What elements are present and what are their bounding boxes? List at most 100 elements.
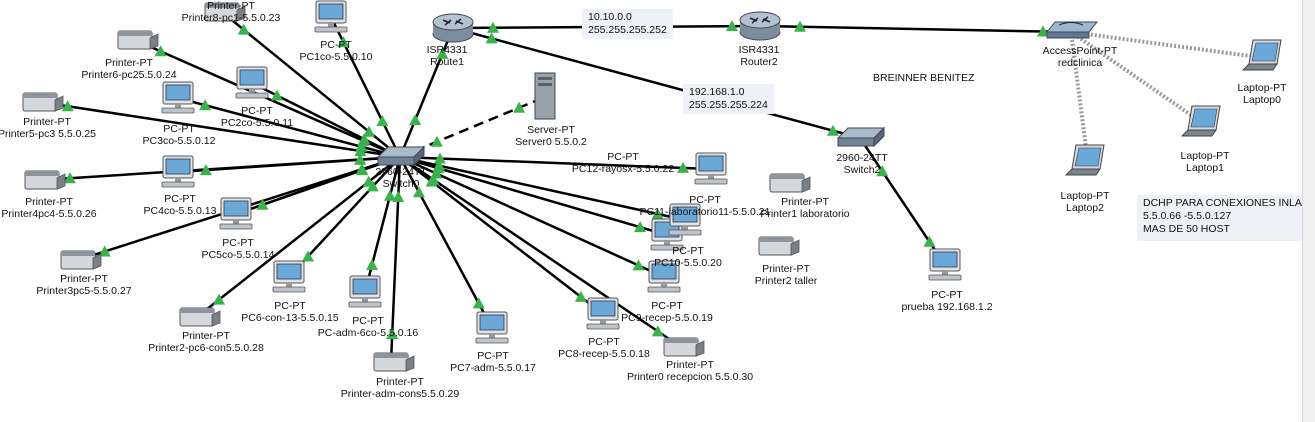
- wan-network-mask: 255.255.255.252: [588, 24, 667, 36]
- port-indicator: [876, 165, 889, 177]
- pc-icon[interactable]: [219, 197, 253, 230]
- port-indicator: [427, 173, 440, 185]
- device-name: Server0 5.5.0.2: [515, 136, 587, 148]
- port-indicator: [726, 20, 739, 32]
- device-model: Server-PT: [527, 124, 575, 136]
- router-icon[interactable]: [432, 13, 474, 43]
- device-model: PC-PT: [164, 193, 196, 205]
- printer-icon[interactable]: [24, 170, 66, 190]
- printer-icon[interactable]: [179, 307, 221, 327]
- port-indicator: [677, 161, 690, 173]
- vertical-scrollbar[interactable]: [1302, 0, 1315, 422]
- port-indicator: [433, 152, 446, 164]
- pc-icon[interactable]: [694, 152, 728, 185]
- device-name: Printer8-pc1-5.5.0.23: [181, 12, 281, 24]
- printer-icon[interactable]: [663, 337, 705, 357]
- wireless-link-laptop0: [1070, 30, 1266, 60]
- device-name: Router2: [740, 56, 778, 68]
- pc-icon[interactable]: [161, 155, 195, 188]
- wan-network-address: 10.10.0.0: [588, 11, 632, 23]
- printer-icon[interactable]: [769, 173, 811, 193]
- printer-icon[interactable]: [60, 250, 102, 270]
- port-indicator: [212, 293, 225, 305]
- port-indicator: [63, 172, 76, 184]
- port-indicator: [386, 328, 399, 340]
- device-model: PC-PT: [689, 194, 721, 206]
- port-indicator: [651, 325, 664, 337]
- laptop-icon[interactable]: [1180, 105, 1221, 137]
- printer-icon[interactable]: [117, 30, 159, 50]
- device-name: PC9-recep-5.5.0.19: [621, 312, 713, 324]
- access-point-icon[interactable]: [1045, 21, 1099, 39]
- lan2-network-address: 192.168.1.0: [689, 86, 745, 98]
- printer-icon[interactable]: [758, 236, 800, 256]
- device-name: PC10-5.5.0.20: [654, 257, 722, 269]
- printer-icon[interactable]: [204, 2, 246, 22]
- device-model: Printer-PT: [25, 196, 73, 208]
- device-model: Laptop-PT: [1060, 190, 1110, 202]
- router-icon[interactable]: [739, 11, 781, 41]
- device-name: Printer6-pc25.5.0.24: [81, 69, 177, 81]
- device-name: PC6-con-13-5.5.0.15: [241, 312, 339, 324]
- port-indicator: [433, 159, 446, 171]
- link-switch0-pr0: [399, 155, 682, 349]
- switch-icon[interactable]: [836, 126, 886, 148]
- device-model: PC-PT: [274, 300, 306, 312]
- device-name: prueba 192.168.1.2: [901, 301, 993, 313]
- device-model: PC-PT: [352, 315, 384, 327]
- port-indicator: [392, 190, 405, 202]
- device-model: PC-PT: [222, 237, 254, 249]
- pc-icon[interactable]: [668, 203, 702, 236]
- printer-icon[interactable]: [373, 352, 415, 372]
- server-icon[interactable]: [534, 72, 556, 120]
- device-name: redclinica: [1057, 57, 1103, 69]
- device-model: Printer-PT: [105, 57, 153, 69]
- dhcp-title: DCHP PARA CONEXIONES INLAMB: [1143, 197, 1315, 209]
- device-model: PC-PT: [477, 350, 509, 362]
- pc-icon[interactable]: [348, 275, 382, 308]
- device-model: Printer-PT: [60, 273, 108, 285]
- device-model: PC-PT: [320, 39, 352, 51]
- device-model: 2960-24TT: [836, 152, 888, 164]
- port-indicator: [354, 144, 367, 156]
- pc-icon[interactable]: [928, 248, 962, 281]
- device-name: Printer5-pc3 5.5.0.25: [0, 128, 97, 140]
- device-model: PC-PT: [241, 105, 273, 117]
- pc-icon[interactable]: [586, 297, 620, 330]
- pc-icon[interactable]: [314, 0, 348, 33]
- printer-icon[interactable]: [22, 92, 64, 112]
- device-model: Printer-PT: [666, 359, 714, 371]
- port-indicator: [61, 100, 74, 112]
- dhcp-note: DCHP PARA CONEXIONES INLAMB 5.5.0.66 -5.…: [1137, 195, 1315, 241]
- device-model: Printer-PT: [182, 330, 230, 342]
- pc-icon[interactable]: [647, 260, 681, 293]
- laptop-icon[interactable]: [1241, 39, 1282, 71]
- port-indicator: [354, 153, 367, 165]
- pc-icon[interactable]: [475, 311, 509, 344]
- switch-icon[interactable]: [376, 145, 426, 167]
- pc-icon[interactable]: [235, 66, 269, 99]
- laptop-icon[interactable]: [1064, 144, 1105, 176]
- pc-icon[interactable]: [161, 81, 195, 114]
- device-name: PC4co-5.5.0.13: [143, 205, 217, 217]
- wan-network-note: 10.10.0.0 255.255.255.252: [582, 9, 673, 39]
- device-name: Laptop2: [1066, 202, 1104, 214]
- link-router2-ap: [759, 24, 1072, 34]
- device-model: PC-PT: [672, 245, 704, 257]
- device-name: Printer0 recepcion 5.5.0.30: [626, 371, 754, 383]
- pc-icon[interactable]: [272, 260, 306, 293]
- port-indicator: [376, 115, 389, 127]
- device-name: Printer-adm-cons5.5.0.29: [340, 388, 460, 400]
- port-indicator: [271, 89, 284, 101]
- link-router1-switch2: [452, 26, 861, 140]
